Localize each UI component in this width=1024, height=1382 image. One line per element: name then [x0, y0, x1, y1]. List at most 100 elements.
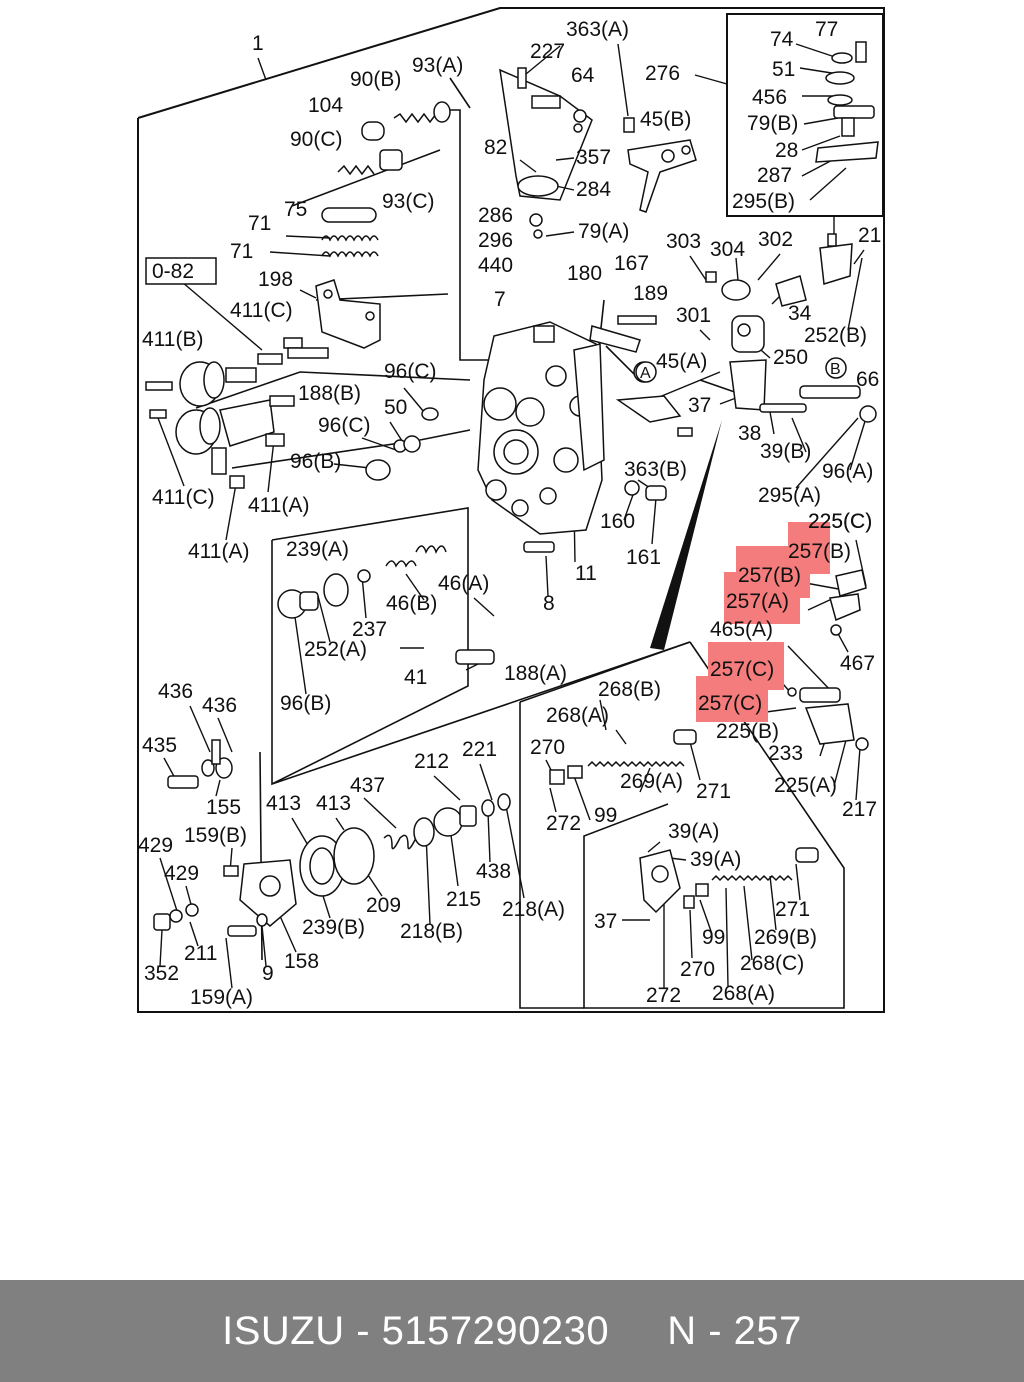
part-label: 90(C)	[290, 128, 343, 151]
part-label: 227	[530, 40, 565, 63]
center-spring-assembly	[549, 729, 819, 914]
part-label: 284	[576, 178, 611, 201]
part-label: 66	[856, 368, 879, 391]
spring-set	[321, 101, 451, 258]
part-label: 352	[144, 962, 179, 985]
part-label: 71	[248, 212, 271, 235]
part-label: 1	[252, 32, 264, 55]
part-label: 79(A)	[578, 220, 629, 243]
part-label: 271	[775, 898, 810, 921]
part-label: 237	[352, 618, 387, 641]
part-label: 41	[404, 666, 427, 689]
callout-box: 0-82	[145, 257, 217, 285]
part-label: 295(A)	[758, 484, 821, 507]
part-label: 28	[775, 139, 798, 162]
callout-label: 0-82	[152, 260, 194, 283]
part-label: 429	[138, 834, 173, 857]
highlighted-part-label: 257(C)	[710, 658, 774, 681]
part-label: 225(B)	[716, 720, 779, 743]
highlighted-part-label: 257(B)	[788, 540, 851, 563]
part-label: 304	[710, 238, 745, 261]
governor-cover	[499, 67, 593, 239]
part-label: 77	[815, 18, 838, 41]
part-label: 250	[773, 346, 808, 369]
lever-assembly-45b	[623, 117, 697, 213]
part-label: 75	[284, 198, 307, 221]
part-label: 363(A)	[566, 18, 629, 41]
part-label: 96(C)	[318, 414, 371, 437]
part-label: 225(C)	[808, 510, 872, 533]
footer-gap	[609, 1309, 667, 1354]
part-label: 286	[478, 204, 513, 227]
part-label: 7	[494, 288, 506, 311]
part-label: 11	[575, 562, 597, 585]
part-label: 8	[543, 592, 555, 615]
plunger-group-41	[277, 545, 495, 665]
part-label: 71	[230, 240, 253, 263]
part-label: 413	[266, 792, 301, 815]
part-label: 51	[772, 58, 795, 81]
part-label: 411(C)	[230, 299, 293, 322]
part-label: 287	[757, 164, 792, 187]
part-label: 268(A)	[712, 982, 775, 1005]
part-label: 413	[316, 792, 351, 815]
part-label: 218(B)	[400, 920, 463, 943]
part-label: 411(C)	[152, 486, 215, 509]
part-label: 99	[702, 926, 725, 949]
part-label: 465(A)	[710, 618, 773, 641]
part-label: 45(B)	[640, 108, 691, 131]
part-label: 99	[594, 804, 617, 827]
part-label: 46(B)	[386, 592, 437, 615]
part-label: 270	[680, 958, 715, 981]
part-label: 440	[478, 254, 513, 277]
footer-bar: ISUZU - 5157290230 N - 257	[0, 1280, 1024, 1382]
governor-housing	[477, 321, 605, 535]
part-label: 79(B)	[747, 112, 798, 135]
part-label: 363(B)	[624, 458, 687, 481]
footer-ref: N - 257	[667, 1308, 802, 1353]
part-label: 272	[546, 812, 581, 835]
part-label: 209	[366, 894, 401, 917]
part-label: 64	[571, 64, 595, 87]
part-label: 295(B)	[732, 190, 795, 213]
part-label: 21	[858, 224, 881, 247]
part-label: 411(A)	[188, 540, 249, 563]
part-label: 435	[142, 734, 177, 757]
part-label: 188(B)	[298, 382, 361, 405]
part-label: 221	[462, 738, 497, 761]
part-label: 189	[633, 282, 668, 305]
part-label: 269(A)	[620, 770, 683, 793]
highlighted-part-label: 257(C)	[698, 692, 762, 715]
part-label: 467	[840, 652, 875, 675]
exploded-parts-diagram: 0-82 AAB 1363(A)2276427674775145679(B)28…	[137, 7, 885, 1013]
part-label: 211	[184, 942, 217, 965]
part-label: 429	[164, 862, 199, 885]
diagram-frame	[137, 7, 885, 1013]
part-label: 411(B)	[142, 328, 203, 351]
part-label: 252(B)	[804, 324, 867, 347]
part-label: 252(A)	[304, 638, 367, 661]
part-label: 239(B)	[302, 916, 365, 939]
part-label: 93(C)	[382, 190, 435, 213]
highlight-box	[724, 572, 800, 624]
part-label: 37	[594, 910, 617, 933]
part-label: 46(A)	[438, 572, 489, 595]
part-label: 456	[752, 86, 787, 109]
part-label: 158	[284, 950, 319, 973]
part-label: 276	[645, 62, 680, 85]
parts-drawings	[145, 41, 879, 937]
part-label: 268(A)	[546, 704, 609, 727]
part-label: 233	[768, 742, 803, 765]
part-label: 93(A)	[412, 54, 463, 77]
highlight-boxes	[696, 522, 830, 722]
part-label: 296	[478, 229, 513, 252]
part-label: 436	[158, 680, 193, 703]
part-label: 268(C)	[740, 952, 804, 975]
part-label: 39(A)	[690, 848, 741, 871]
part-label: 198	[258, 268, 293, 291]
highlighted-part-label: 257(A)	[726, 590, 789, 613]
part-label: 271	[696, 780, 731, 803]
part-label: 96(B)	[290, 450, 341, 473]
part-label: 411(A)	[248, 494, 309, 517]
